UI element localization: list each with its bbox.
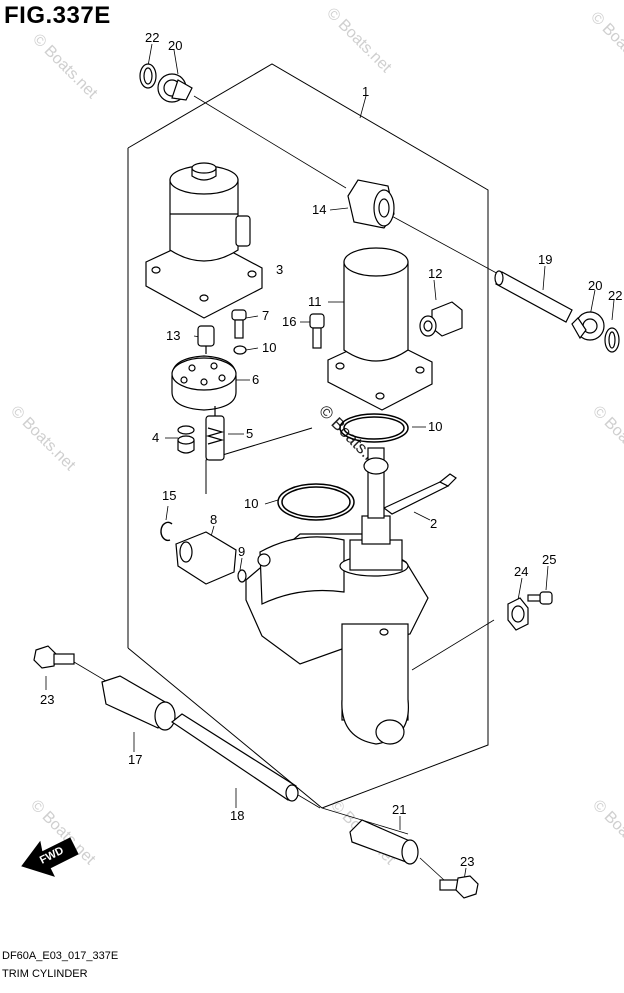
o-ring-part-10-upper <box>339 413 409 443</box>
figure-name: TRIM CYLINDER <box>2 968 88 980</box>
motor-part-3 <box>145 162 263 319</box>
pin-part-19 <box>494 270 573 323</box>
callout-17: 17 <box>128 752 142 767</box>
callout-19: 19 <box>538 252 552 267</box>
callout-12: 12 <box>428 266 442 281</box>
valve-part-4 <box>177 425 195 454</box>
valve-part-5 <box>205 406 225 461</box>
callout-11: 11 <box>308 294 322 309</box>
o-ring-part-9 <box>237 569 247 583</box>
callout-2: 2 <box>430 516 437 531</box>
fwd-direction-arrow: FWD <box>21 837 79 877</box>
callout-23-lower: 23 <box>460 854 474 869</box>
bolt-part-16 <box>309 313 325 349</box>
callout-24: 24 <box>514 564 528 579</box>
callout-1: 1 <box>362 84 369 99</box>
callout-22-left: 22 <box>145 30 159 45</box>
bushing-part-20-left <box>157 73 193 103</box>
callout-14: 14 <box>312 202 326 217</box>
circlip-part-22-right <box>604 327 620 353</box>
reservoir-part-11 <box>327 247 433 411</box>
callouts: 22 20 1 3 14 19 20 22 12 11 16 7 13 10 6… <box>40 30 622 869</box>
callout-13: 13 <box>166 328 180 343</box>
o-ring-part-10-small <box>233 345 247 355</box>
watermark-5: © Boats.net <box>589 403 624 475</box>
bolt-part-25 <box>527 591 553 605</box>
callout-5: 5 <box>246 426 253 441</box>
callout-20-right: 20 <box>588 278 602 293</box>
valve-part-8 <box>175 531 237 585</box>
figure-code: DF60A_E03_017_337E <box>2 950 119 962</box>
bolt-part-23-upper <box>33 645 75 669</box>
bracket-part-2 <box>382 473 457 515</box>
circlip-part-22-left <box>139 63 157 89</box>
callout-25: 25 <box>542 552 556 567</box>
watermarks: © Boats.net © Boats.net © Boats.net © Bo… <box>7 5 624 869</box>
sleeve-part-17 <box>101 675 176 731</box>
callout-16: 16 <box>282 314 296 329</box>
callout-3: 3 <box>276 262 283 277</box>
watermark-2: © Boats.net <box>323 5 395 77</box>
bushing-part-21 <box>349 819 419 865</box>
watermark-8: © Boats.net <box>589 797 624 869</box>
callout-7: 7 <box>262 308 269 323</box>
bolt-part-7 <box>231 309 247 339</box>
pump-part-6 <box>171 355 237 411</box>
valve-part-13 <box>197 325 215 354</box>
bushing-part-20-right <box>571 311 605 341</box>
circlip-part-15 <box>160 521 173 542</box>
callout-4: 4 <box>152 430 159 445</box>
cylinder-body <box>245 447 429 745</box>
figure-title: FIG.337E <box>4 2 111 29</box>
o-ring-part-10-lower <box>277 483 355 521</box>
watermark-4: © Boats.net <box>7 403 79 475</box>
callout-21: 21 <box>392 802 406 817</box>
callout-22-right: 22 <box>608 288 622 303</box>
callout-15: 15 <box>162 488 176 503</box>
callout-10-lower: 10 <box>244 496 258 511</box>
callout-23-upper: 23 <box>40 692 54 707</box>
callout-6: 6 <box>252 372 259 387</box>
fitting-part-12 <box>419 301 463 337</box>
spacer-part-24 <box>507 597 529 631</box>
callout-9: 9 <box>238 544 245 559</box>
bolt-part-23-lower <box>439 875 479 899</box>
callout-8: 8 <box>210 512 217 527</box>
callout-18: 18 <box>230 808 244 823</box>
bushing-part-14 <box>347 179 395 229</box>
callout-20-left: 20 <box>168 38 182 53</box>
watermark-3: © Boats.net <box>587 9 624 81</box>
callout-10-upper: 10 <box>428 419 442 434</box>
shaft-part-18 <box>170 713 299 802</box>
watermark-1: © Boats.net <box>29 31 101 103</box>
callout-10-small: 10 <box>262 340 276 355</box>
